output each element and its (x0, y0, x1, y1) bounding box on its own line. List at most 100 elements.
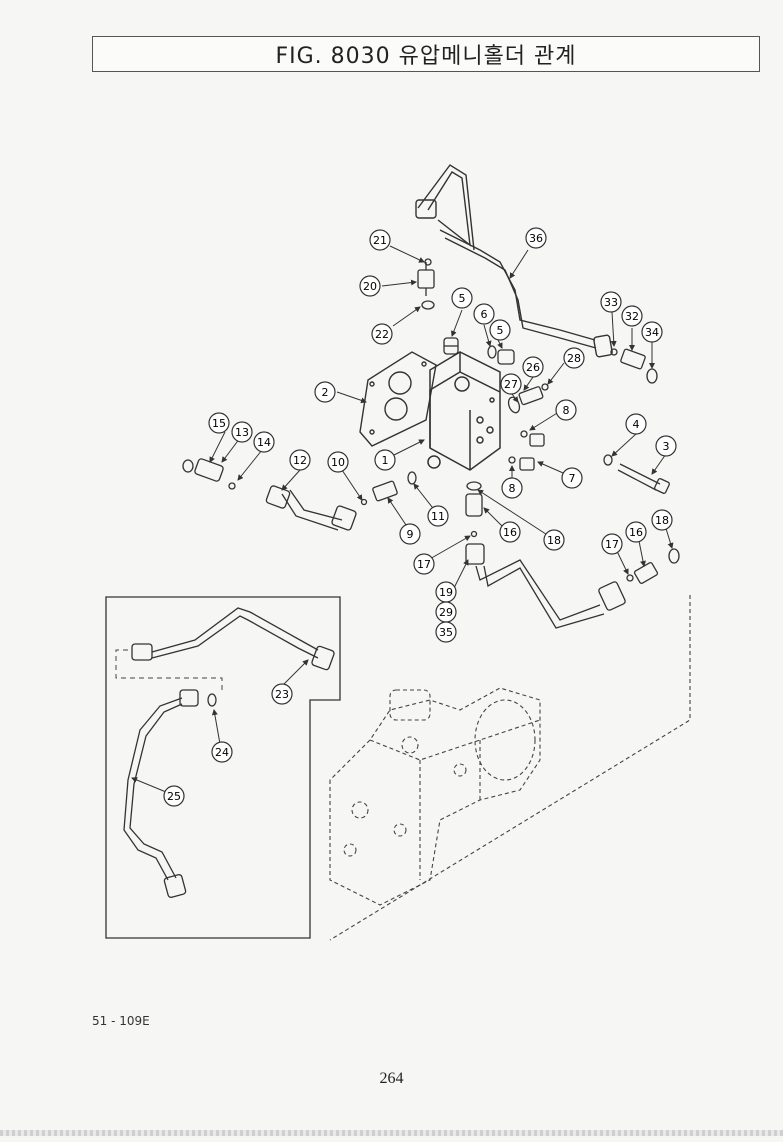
callout-9: 9 (399, 523, 421, 545)
callout-5a: 5 (451, 287, 473, 309)
svg-text:27: 27 (504, 378, 518, 391)
o-ring-17b (626, 574, 634, 582)
callout-33: 33 (600, 291, 622, 313)
svg-text:28: 28 (567, 352, 581, 365)
svg-text:26: 26 (526, 361, 540, 374)
o-ring-8b (508, 456, 516, 464)
svg-text:5: 5 (497, 324, 504, 337)
svg-text:17: 17 (605, 538, 619, 551)
o-ring-17 (470, 530, 478, 538)
fitting-16 (465, 493, 483, 517)
callout-2: 2 (314, 381, 336, 403)
callout-27: 27 (500, 373, 522, 395)
fitting-13 (194, 458, 224, 482)
svg-text:3: 3 (663, 440, 670, 453)
svg-text:8: 8 (509, 482, 516, 495)
callout-35: 35 (435, 621, 457, 643)
plug-5 (443, 337, 459, 355)
svg-text:8: 8 (563, 404, 570, 417)
svg-text:10: 10 (331, 456, 345, 469)
o-ring-18 (466, 481, 482, 491)
o-ring-24 (207, 693, 217, 707)
svg-text:14: 14 (257, 436, 271, 449)
washer-4 (603, 454, 613, 466)
o-ring-21 (424, 258, 432, 266)
callout-26: 26 (522, 356, 544, 378)
callout-36: 36 (525, 227, 547, 249)
svg-text:19: 19 (439, 586, 453, 599)
tube-12 (265, 485, 357, 531)
svg-text:16: 16 (503, 526, 517, 539)
svg-text:34: 34 (645, 326, 659, 339)
svg-text:22: 22 (375, 328, 389, 341)
fitting-16b (633, 562, 659, 584)
o-ring-28 (541, 383, 549, 391)
figure-title: FIG. 8030 유압메니홀더 관계 (275, 44, 577, 69)
svg-text:18: 18 (655, 514, 669, 527)
svg-text:25: 25 (167, 790, 181, 803)
figure-title-box: FIG. 8030 유압메니홀더 관계 (92, 36, 760, 72)
svg-text:11: 11 (431, 510, 445, 523)
callout-11: 11 (427, 505, 449, 527)
callout-8b: 8 (501, 477, 523, 499)
fitting-9 (372, 480, 398, 502)
bolt-3 (617, 463, 670, 494)
scan-edge (0, 1130, 783, 1136)
o-ring-33 (610, 348, 618, 356)
svg-text:17: 17 (417, 558, 431, 571)
callout-5b: 5 (489, 319, 511, 341)
o-ring-22 (421, 300, 435, 310)
callout-20: 20 (359, 275, 381, 297)
callout-12: 12 (289, 449, 311, 471)
plug-5b (497, 349, 515, 365)
svg-text:16: 16 (629, 526, 643, 539)
callout-4: 4 (625, 413, 647, 435)
plug-7b (519, 457, 535, 471)
callout-34: 34 (641, 321, 663, 343)
o-ring-14 (228, 482, 236, 490)
svg-text:1: 1 (382, 454, 389, 467)
svg-text:7: 7 (569, 472, 576, 485)
callout-14: 14 (253, 431, 275, 453)
o-ring-11 (407, 471, 417, 485)
fitting-32 (620, 348, 646, 370)
svg-text:5: 5 (459, 292, 466, 305)
callout-32: 32 (621, 305, 643, 327)
hydraulic-pump-reference (329, 595, 691, 941)
callout-8a: 8 (555, 399, 577, 421)
fitting-20 (417, 262, 435, 296)
o-ring-8a (520, 430, 528, 438)
svg-text:9: 9 (407, 528, 414, 541)
svg-text:29: 29 (439, 606, 453, 619)
callout-18b: 18 (651, 509, 673, 531)
inset-panel (105, 596, 341, 939)
tube-25 (123, 689, 199, 898)
callout-3: 3 (655, 435, 677, 457)
o-ring-6 (487, 345, 497, 359)
leader-lines (131, 245, 674, 793)
callout-13: 13 (231, 421, 253, 443)
callout-6: 6 (473, 303, 495, 325)
svg-text:33: 33 (604, 296, 618, 309)
hydraulic-tube-36 (415, 164, 613, 358)
callout-29: 29 (435, 601, 457, 623)
callout-25: 25 (163, 785, 185, 807)
svg-text:12: 12 (293, 454, 307, 467)
svg-text:23: 23 (275, 688, 289, 701)
callout-21: 21 (369, 229, 391, 251)
callout-10: 10 (327, 451, 349, 473)
svg-text:20: 20 (363, 280, 377, 293)
document-code: 51 - 109E (92, 1014, 150, 1028)
svg-text:2: 2 (322, 386, 329, 399)
callout-23: 23 (271, 683, 293, 705)
gasket-plate-2 (359, 351, 437, 447)
svg-text:18: 18 (547, 534, 561, 547)
callouts: 1 2 4 3 5 5 6 7 8 8 9 10 11 12 13 14 15 … (163, 227, 677, 807)
svg-text:24: 24 (215, 746, 229, 759)
svg-text:15: 15 (212, 417, 226, 430)
tube-23 (131, 607, 335, 671)
callout-15: 15 (208, 412, 230, 434)
o-ring-15 (182, 459, 194, 473)
plug-7a (529, 433, 545, 447)
